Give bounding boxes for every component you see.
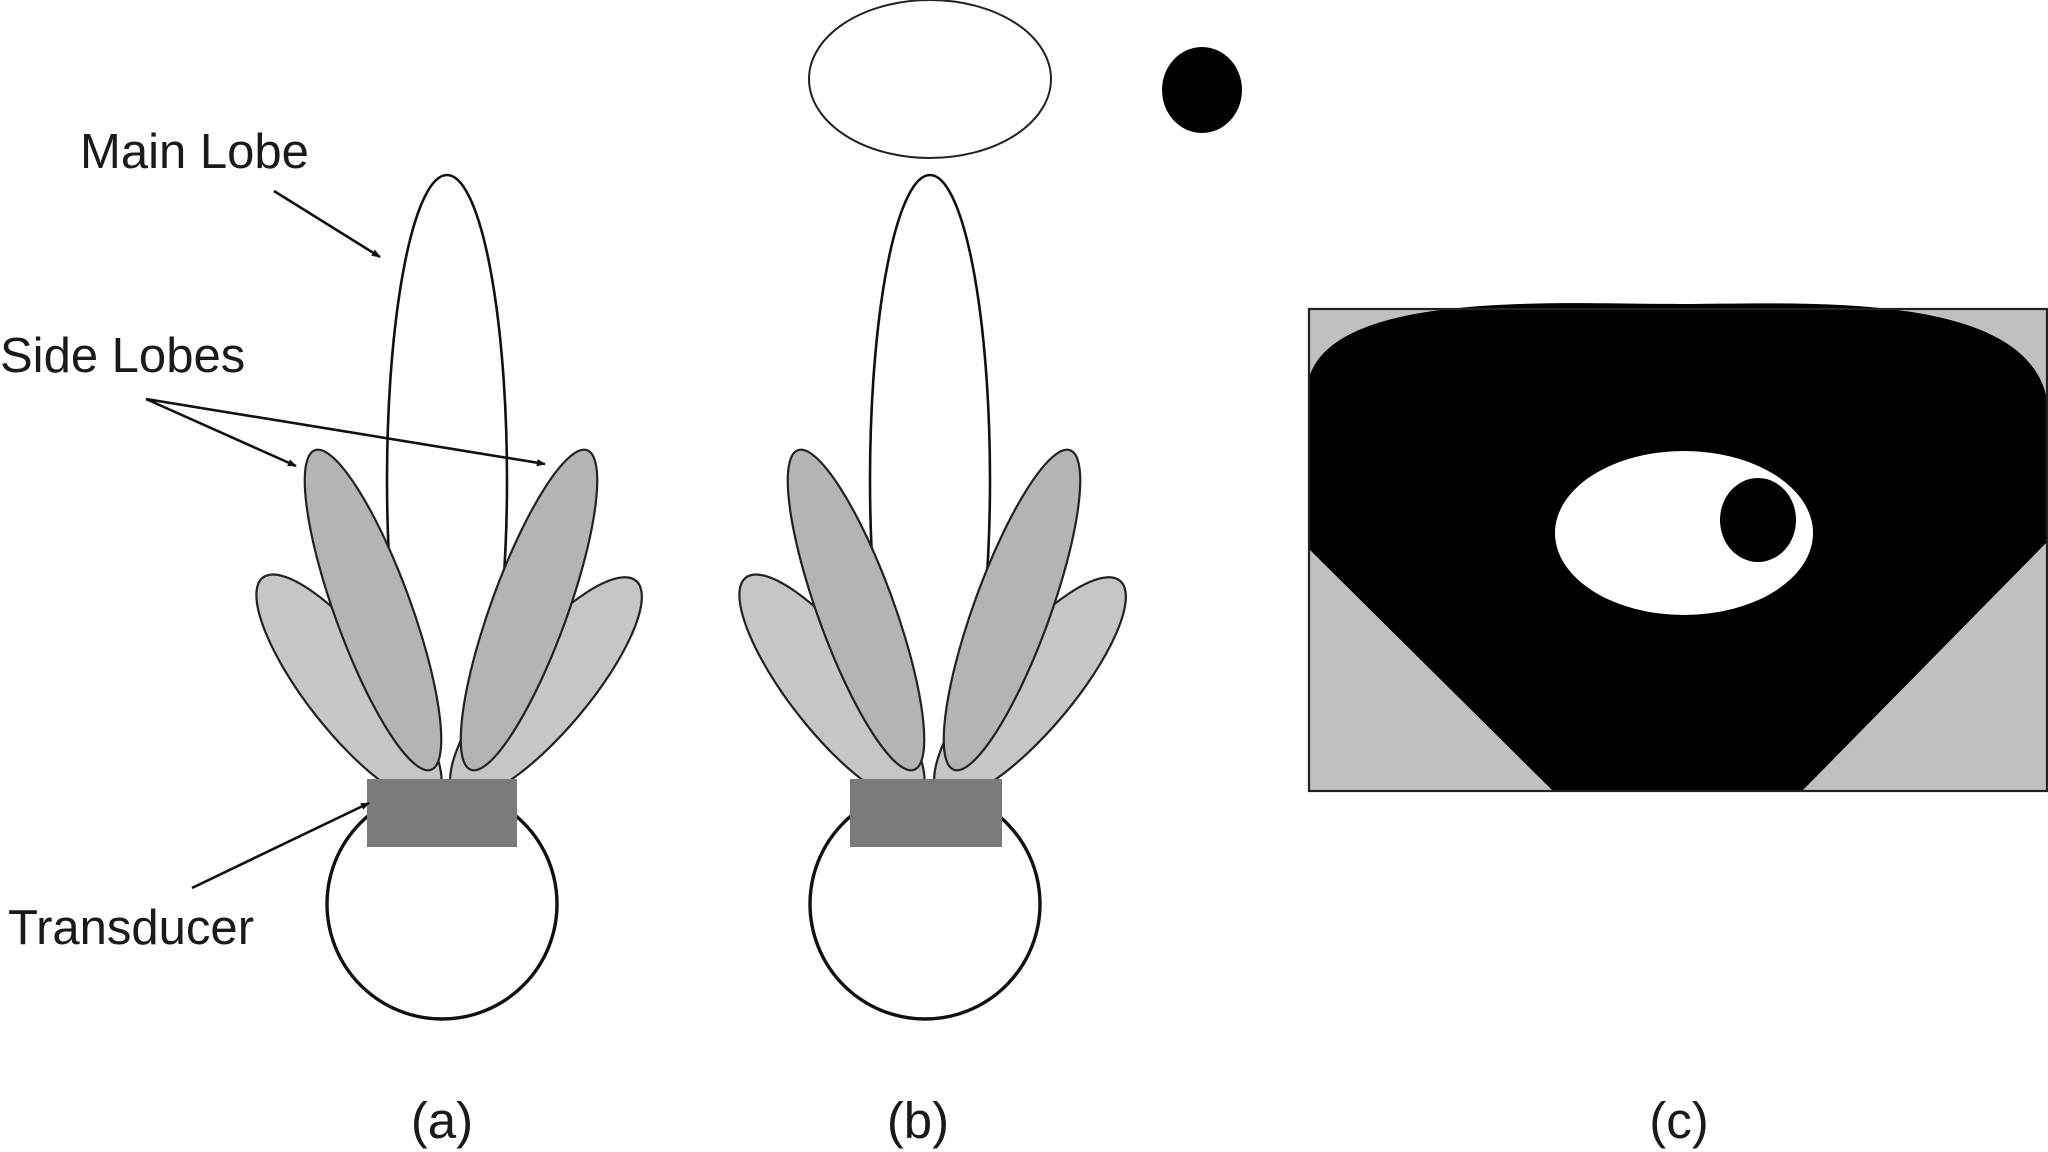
transducer-label: Transducer xyxy=(8,901,254,955)
panel-b-transducer xyxy=(850,779,1002,847)
side-lobe-arrow-left xyxy=(145,397,297,468)
panel-c-label: (c) xyxy=(1649,1092,1708,1149)
main-lobe-label: Main Lobe xyxy=(80,125,309,179)
panel-b-side-lobes xyxy=(738,448,1127,803)
panel-b-top-ellipse-target xyxy=(808,0,1052,159)
panel-c-image-border xyxy=(1307,307,2048,793)
panel-a-label: (a) xyxy=(411,1092,473,1149)
panel-c: (c) xyxy=(1307,303,2048,1149)
main-lobe-arrow xyxy=(273,189,381,259)
transducer-arrow xyxy=(191,801,370,890)
panel-c-dark-target-echo xyxy=(1720,478,1796,562)
panel-a-side-lobes xyxy=(255,448,643,803)
panel-a: Main Lobe Side Lobes Transducer (a) xyxy=(0,125,643,1149)
panel-a-transducer xyxy=(367,779,517,847)
panel-b: (b) xyxy=(738,0,1242,1149)
panel-a-side-lobe-inner-left xyxy=(303,448,443,772)
panel-b-dark-dot-target xyxy=(1162,47,1242,133)
panel-b-side-lobe-inner-right xyxy=(942,448,1082,772)
side-lobes-label: Side Lobes xyxy=(0,329,245,383)
panel-a-side-lobe-inner-right xyxy=(459,448,599,772)
side-lobe-arrow-right xyxy=(145,397,546,467)
panel-b-label: (b) xyxy=(887,1092,949,1149)
panel-b-side-lobe-inner-left xyxy=(786,448,926,772)
